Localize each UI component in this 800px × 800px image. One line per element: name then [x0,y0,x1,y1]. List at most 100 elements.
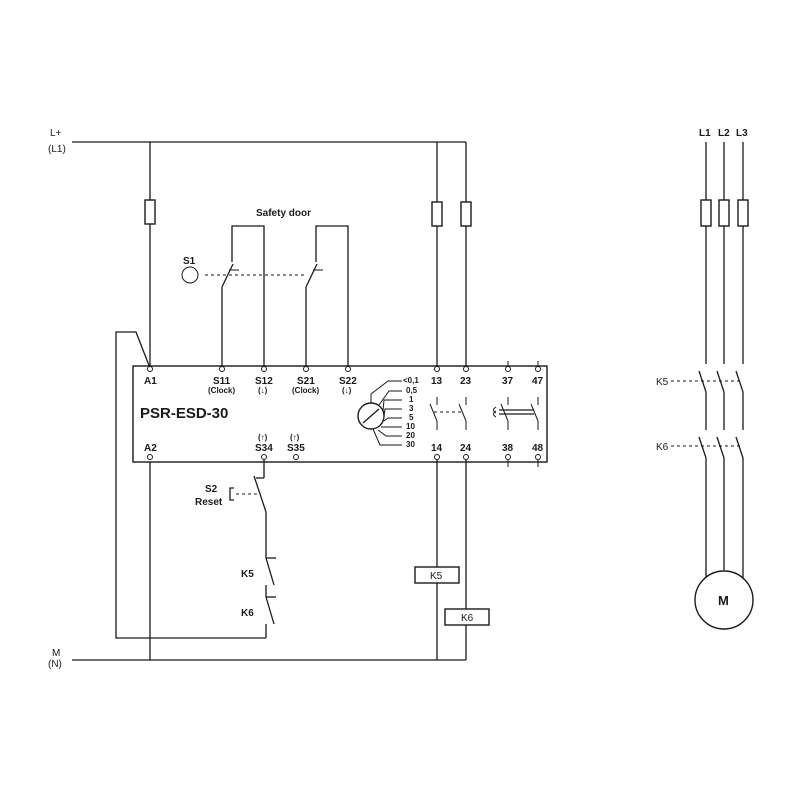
fuse-23 [460,201,472,227]
label-23: 23 [460,376,472,387]
contact-37-blade [500,403,509,422]
s1-actuator-icon [181,266,199,284]
label-k5-feedback: K5 [241,569,254,580]
k6-main-l2 [716,436,725,459]
k5-contact-blade [265,557,275,586]
label-safety-door: Safety door [256,208,311,219]
reset-contact-blade [253,475,267,513]
label-s22: S22 [339,376,357,387]
delay-scale-2: 1 [409,395,414,404]
label-s12-sub: (↓) [258,386,268,395]
label-s21: S21 [297,376,315,387]
label-37: 37 [502,376,514,387]
delay-symbol-b [493,410,497,418]
label-a1: A1 [144,376,157,387]
label-l-plus: L+ [50,128,62,139]
terminal-23 [463,366,469,372]
label-s22-sub: (↓) [342,386,352,395]
terminal-37 [505,366,511,372]
reset-pushbutton-icon [229,487,234,501]
label-47: 47 [532,376,544,387]
door-contact-2-blade [305,263,318,288]
delay-scale-0: <0,1 [403,376,419,385]
label-s21-sub: (Clock) [292,386,319,395]
label-l1: (L1) [48,144,66,155]
terminal-13 [434,366,440,372]
dial-tick-2 [382,399,402,412]
dial-tick-0 [370,380,402,403]
label-s2: S2 [205,484,218,495]
terminal-38 [505,454,511,460]
label-s11: S11 [213,376,231,387]
terminal-s21 [303,366,309,372]
dial-tick-4 [383,417,402,422]
terminal-s34 [261,454,267,460]
terminal-s12 [261,366,267,372]
label-13: 13 [431,376,443,387]
k6-main-l1 [698,436,707,459]
terminal-47 [535,366,541,372]
contact-47-blade [530,403,539,422]
coil-k5-label: K5 [430,571,443,582]
label-38: 38 [502,443,514,454]
motor-fuse-l2 [718,199,730,227]
dial-tick-1 [378,390,402,406]
label-s34: S34 [255,443,273,454]
label-s35: S35 [287,443,305,454]
label-s34-sup: (↑) [258,433,268,442]
dial-tick-6 [377,429,402,437]
label-phase-l2: L2 [718,128,730,139]
delay-scale-6: 20 [406,431,415,440]
terminal-s35 [293,454,299,460]
label-phase-l3: L3 [736,128,748,139]
terminal-a1 [147,366,153,372]
dial-tick-3 [383,408,402,417]
delay-dial-pointer [362,408,380,424]
coil-k6-label: K6 [461,613,474,624]
motor-icon [694,570,754,630]
coil-k6 [444,608,490,626]
label-s12: S12 [255,376,273,387]
terminal-s11 [219,366,225,372]
terminal-24 [463,454,469,460]
contact-23-blade [458,403,467,422]
motor-fuse-l3 [737,199,749,227]
door-contact-1-blade [221,263,234,288]
device-name: PSR-ESD-30 [140,405,228,422]
label-m: M [52,648,60,659]
delay-symbol-a [493,406,497,414]
wire-feedback-loop [115,331,266,639]
k6-main-l3 [735,436,744,459]
label-14: 14 [431,443,443,454]
wire-s12-loop [231,225,265,368]
terminal-a2 [147,454,153,460]
label-s35-sup: (↑) [290,433,300,442]
label-reset: Reset [195,497,223,508]
delay-scale-4: 5 [409,413,414,422]
terminal-48 [535,454,541,460]
device-box [132,365,548,463]
label-n: (N) [48,659,62,670]
fuse-13 [431,201,443,227]
terminal-s22 [345,366,351,372]
label-s1: S1 [183,256,196,267]
wire-s22-loop [315,225,349,368]
label-k5-main: K5 [656,377,669,388]
fuse-a1 [144,199,156,225]
delay-scale-5: 10 [406,422,415,431]
delay-scale-1: 0,5 [406,386,418,395]
label-k6-main: K6 [656,442,669,453]
delay-scale-3: 3 [409,404,414,413]
label-s11-sub: (Clock) [208,386,235,395]
motor-fuse-l1 [700,199,712,227]
label-24: 24 [460,443,472,454]
label-48: 48 [532,443,544,454]
contact-13-blade [429,403,438,422]
k6-contact-blade [265,596,275,625]
delay-scale-7: 30 [406,440,415,449]
label-k6-feedback: K6 [241,608,254,619]
terminal-14 [434,454,440,460]
label-a2: A2 [144,443,157,454]
dial-tick-7 [372,428,402,446]
